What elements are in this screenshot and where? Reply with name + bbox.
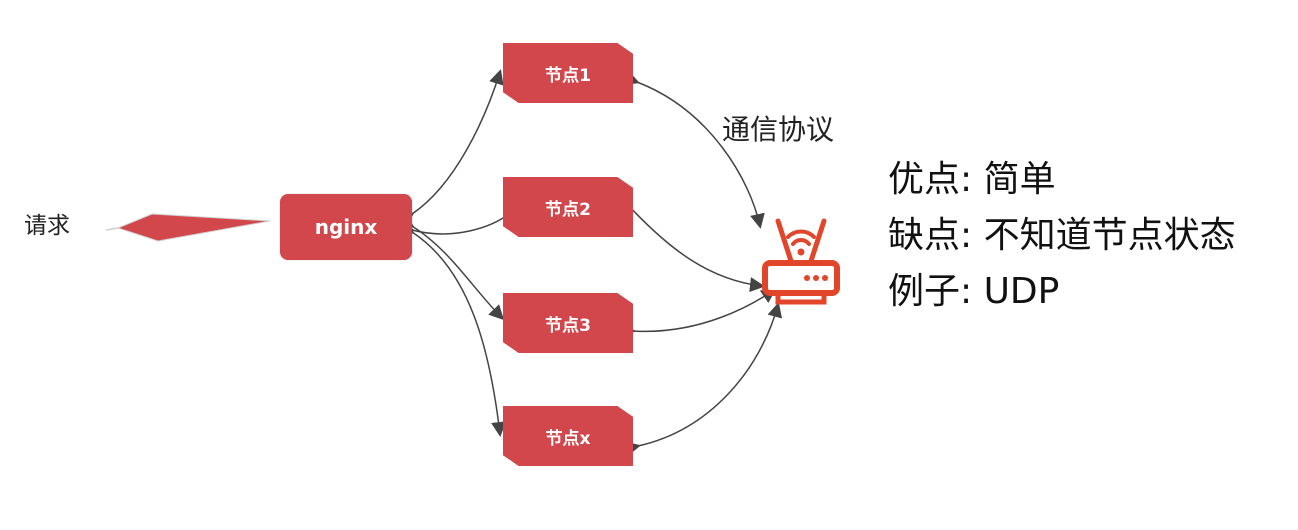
edge-nginx-node1	[397, 69, 504, 227]
edge-node3-router	[620, 288, 777, 338]
info-block: 优点: 简单 缺点: 不知道节点状态 例子: UDP	[888, 152, 1236, 320]
node-box-1: 节点1	[503, 43, 633, 103]
edge-nodex-router	[624, 302, 783, 456]
node-label-x: 节点x	[545, 428, 591, 449]
edge-node2-router	[614, 191, 765, 293]
request-label: 请求	[24, 213, 70, 239]
node-box-3: 节点3	[503, 293, 633, 353]
request-line	[105, 227, 119, 231]
node-box-x: 节点x	[503, 406, 633, 466]
nginx-box: nginx	[280, 194, 412, 260]
cons-line: 缺点: 不知道节点状态	[888, 215, 1236, 256]
node-label-1: 节点1	[545, 65, 591, 86]
protocol-label: 通信协议	[722, 113, 835, 146]
edge-nginx-nodex	[397, 219, 507, 437]
node-label-3: 节点3	[545, 315, 591, 336]
pros-line: 优点: 简单	[888, 159, 1056, 200]
example-line: 例子: UDP	[888, 271, 1060, 312]
nginx-label: nginx	[314, 215, 378, 239]
node-box-2: 节点2	[503, 177, 633, 237]
edge-nginx-node3	[397, 213, 505, 321]
request-arrow	[116, 213, 271, 242]
edge-node1-router	[623, 70, 765, 229]
node-label-2: 节点2	[545, 199, 591, 220]
router-icon	[760, 213, 842, 305]
